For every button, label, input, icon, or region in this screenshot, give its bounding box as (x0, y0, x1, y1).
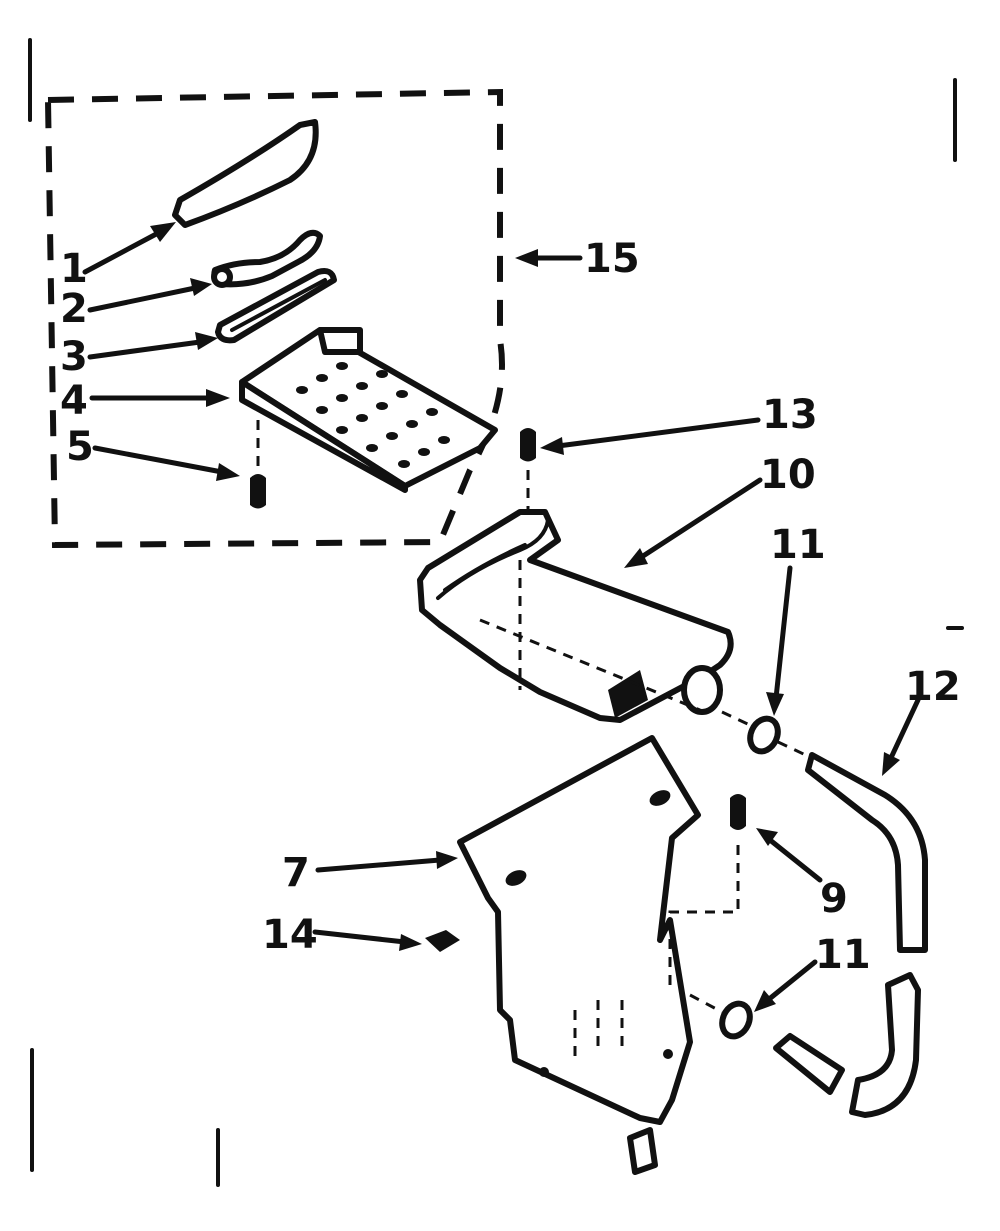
leader-7 (315, 851, 458, 873)
leader-11-upper (766, 565, 793, 716)
leader-15 (515, 249, 583, 267)
callout-11-lower: 11 (815, 932, 871, 978)
part-12-tube (805, 752, 928, 1118)
part-2-clip (211, 229, 323, 288)
leader-2 (87, 278, 212, 313)
kit-boundary-15 (44, 88, 505, 549)
part-11-grommet-lower (689, 993, 845, 1095)
callout-7: 7 (282, 850, 310, 896)
leader-12 (882, 697, 921, 776)
part-4-tray (239, 327, 498, 493)
callout-15: 15 (584, 236, 640, 282)
callout-10: 10 (760, 452, 816, 498)
part-13-screw (520, 428, 536, 520)
callout-2: 2 (60, 286, 88, 332)
callout-3: 3 (60, 334, 88, 380)
leader-3 (87, 332, 218, 360)
callout-4: 4 (60, 378, 88, 424)
part-11-grommet-upper (721, 710, 813, 760)
part-10-housing (417, 509, 734, 723)
leader-9 (756, 828, 823, 883)
part-14-nut (425, 930, 460, 952)
part-1-strip (172, 119, 319, 228)
callout-11-upper: 11 (770, 522, 826, 568)
callout-14: 14 (262, 912, 318, 958)
callout-12: 12 (905, 664, 961, 710)
leader-1 (82, 222, 176, 275)
part-7-bracket (457, 735, 701, 1175)
leader-11-lower (754, 959, 818, 1012)
part-3-rod (215, 268, 337, 344)
part-9-screw (668, 794, 746, 990)
callout-9: 9 (820, 876, 848, 922)
callout-13: 13 (762, 392, 818, 438)
leader-5 (92, 445, 240, 481)
callout-1: 1 (60, 246, 88, 292)
leader-14 (312, 929, 422, 951)
scan-edge-marks (28, 38, 964, 1187)
callout-5: 5 (66, 424, 94, 470)
leader-10 (624, 477, 763, 568)
leader-4 (89, 389, 230, 407)
leader-13 (540, 417, 761, 455)
part-5-screw (250, 420, 266, 509)
